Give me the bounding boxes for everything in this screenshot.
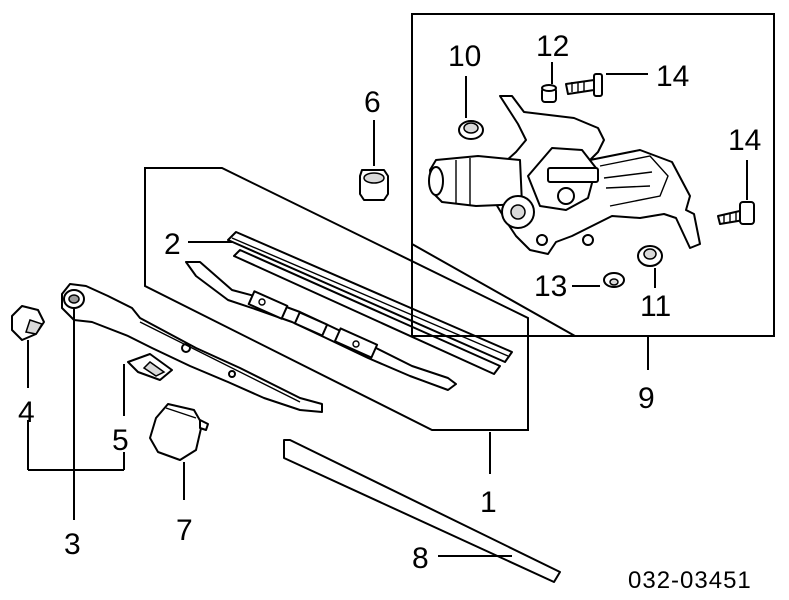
callout-3: 3 — [64, 528, 81, 561]
blade-rubber-strip — [227, 231, 513, 375]
callout-9: 9 — [638, 382, 655, 415]
callout-10: 10 — [448, 40, 481, 73]
callout-11: 11 — [640, 290, 671, 323]
wiper-blade-frame — [185, 261, 457, 391]
cover-part-5 — [123, 353, 173, 416]
grommet-part-10 — [458, 76, 484, 140]
motor-assembly-frame — [411, 13, 775, 337]
diagram-code: 032-03451 — [628, 567, 752, 594]
callout-8: 8 — [412, 542, 429, 575]
bushing-part-11 — [637, 245, 663, 288]
wiper-motor — [428, 95, 701, 255]
callout-12: 12 — [536, 30, 569, 63]
grommet-part-6 — [359, 120, 389, 201]
callout-7: 7 — [176, 514, 193, 547]
callout-1: 1 — [480, 486, 497, 519]
nut-part-13 — [572, 272, 625, 288]
wiper-arm — [61, 283, 323, 413]
callout-5: 5 — [112, 424, 129, 457]
strip-part-8 — [283, 439, 561, 583]
callout-6: 6 — [364, 86, 381, 119]
callout-14-upper: 14 — [656, 60, 689, 93]
bolt-part-14-right — [717, 160, 755, 225]
callout-13: 13 — [534, 270, 567, 303]
callout-4: 4 — [18, 396, 35, 429]
leader-bracket-3 — [27, 308, 125, 520]
callout-2: 2 — [164, 228, 181, 261]
blade-assembly-frame — [144, 167, 529, 431]
callout-14-right: 14 — [728, 124, 761, 157]
bolt-part-14-upper — [565, 73, 648, 97]
cap-part-4 — [11, 305, 45, 388]
collar-part-12 — [541, 62, 557, 103]
nozzle-part-7 — [149, 403, 209, 500]
